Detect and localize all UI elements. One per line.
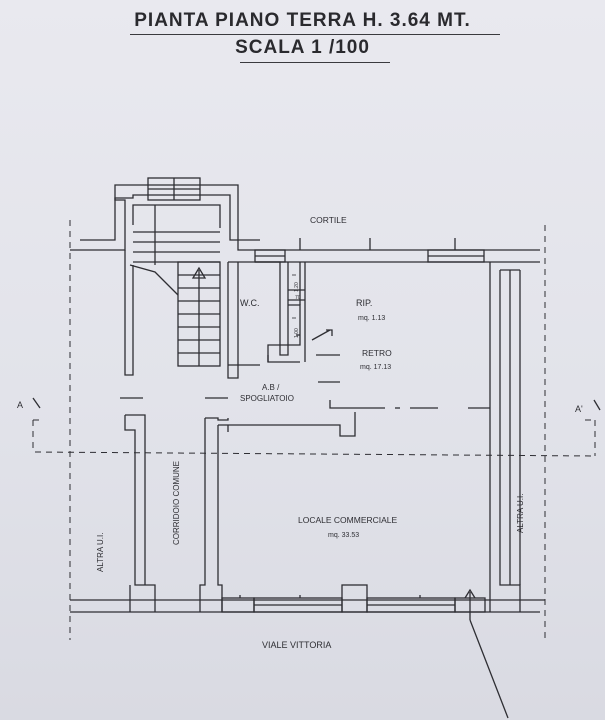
label-section-a-prime: A' [575, 404, 583, 414]
storefront-wall [70, 584, 545, 613]
label-ab: A.B / [262, 383, 280, 392]
middle-partitions [120, 381, 490, 437]
dimension-ticks [292, 274, 296, 319]
label-cortile: CORTILE [310, 215, 347, 225]
label-locale-area: mq. 33.53 [328, 532, 359, 539]
scale-underline [240, 62, 390, 63]
label-rip: RIP. [356, 298, 372, 308]
scale-label: SCALA 1 /100 [235, 37, 370, 58]
room-labels: CORTILE W.C. RIP. mq. 1.13 RETRO mq. 17.… [17, 215, 583, 650]
stair-tower [70, 177, 260, 379]
label-altra-right: ALTRA U.I. [516, 494, 525, 533]
label-rip-area: mq. 1.13 [358, 315, 385, 322]
label-wc: W.C. [240, 298, 260, 308]
plan-title: PIANTA PIANO TERRA H. 3.64 MT. [134, 10, 471, 31]
label-locale: LOCALE COMMERCIALE [298, 515, 398, 525]
dimension-label: 1.20 [294, 282, 300, 292]
dimension-label: 70 [295, 295, 301, 301]
entrance-arrow [464, 588, 509, 719]
label-street: VIALE VITTORIA [262, 640, 331, 650]
dashed-boundary [32, 220, 596, 640]
label-corridoio: CORRIDOIO COMUNE [172, 461, 181, 545]
wc-partitions [228, 261, 340, 366]
section-markers [32, 397, 601, 411]
label-retro-area: mq. 17.13 [360, 364, 391, 371]
label-altra-left: ALTRA U.I. [96, 533, 105, 572]
right-wall [489, 262, 521, 612]
dimension-label: 1.00 [294, 328, 300, 338]
title-underline [130, 34, 500, 35]
label-section-a: A [17, 400, 23, 410]
top-wall [254, 238, 540, 263]
label-spogliatoio: SPOGLIATOIO [240, 394, 294, 403]
label-retro: RETRO [362, 348, 392, 358]
